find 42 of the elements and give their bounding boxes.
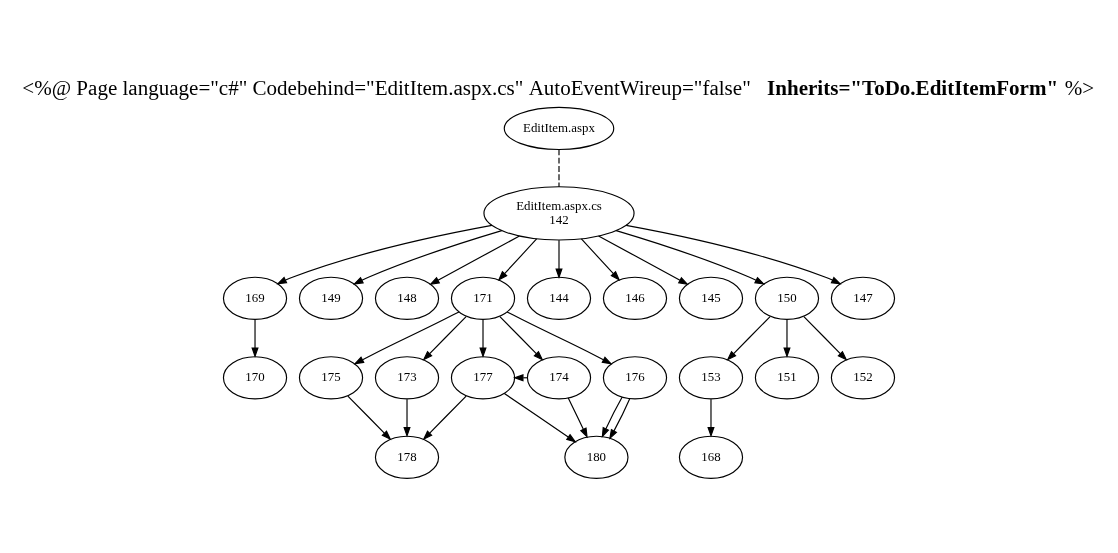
diagram-title: <%@ Page language="c#" Codebehind="EditItem.aspx.cs" AutoEventWireup="false" Inherits="ToDo.EditItemForm" %>: [22, 76, 1095, 101]
arrow: [803, 316, 848, 361]
arrow: [726, 316, 771, 361]
arrow: [567, 397, 588, 439]
arrow: [497, 238, 538, 282]
node-ellipse: 151: [754, 356, 820, 400]
arrow: [352, 230, 503, 285]
node-ellipse: EditItem.aspx.cs 142: [483, 186, 635, 241]
node-ellipse: 153: [678, 356, 744, 400]
arrow: [601, 396, 623, 438]
connector: [558, 149, 560, 188]
arrow: [580, 238, 621, 282]
arrow: [503, 392, 577, 443]
arrow: [422, 316, 467, 361]
arrow: [615, 230, 766, 285]
node-ellipse: EditItem.aspx: [503, 106, 615, 151]
node-ellipse: 178: [374, 435, 440, 479]
node-ellipse: 174: [526, 356, 592, 400]
arrow: [429, 235, 521, 286]
node-ellipse: 173: [374, 356, 440, 400]
node-ellipse: 170: [222, 356, 288, 400]
node-ellipse: 152: [830, 356, 896, 400]
node-ellipse: 177: [450, 356, 516, 400]
node-ellipse: 171: [450, 276, 516, 320]
arrow: [707, 398, 715, 438]
arrow: [347, 395, 392, 441]
arrow: [506, 311, 613, 365]
node-ellipse: 146: [602, 276, 668, 320]
arrow: [625, 224, 842, 285]
node-ellipse: 144: [526, 276, 592, 320]
arrow: [555, 239, 563, 279]
arrow: [422, 395, 467, 441]
arrow: [609, 398, 631, 440]
arrow: [499, 316, 544, 361]
arrow: [353, 311, 460, 365]
node-ellipse: 168: [678, 435, 744, 479]
arrow: [403, 398, 411, 438]
arrow: [783, 319, 791, 358]
arrow: [479, 319, 487, 358]
arrow: [251, 319, 259, 358]
arrow: [597, 235, 689, 286]
arrow: [276, 224, 493, 285]
